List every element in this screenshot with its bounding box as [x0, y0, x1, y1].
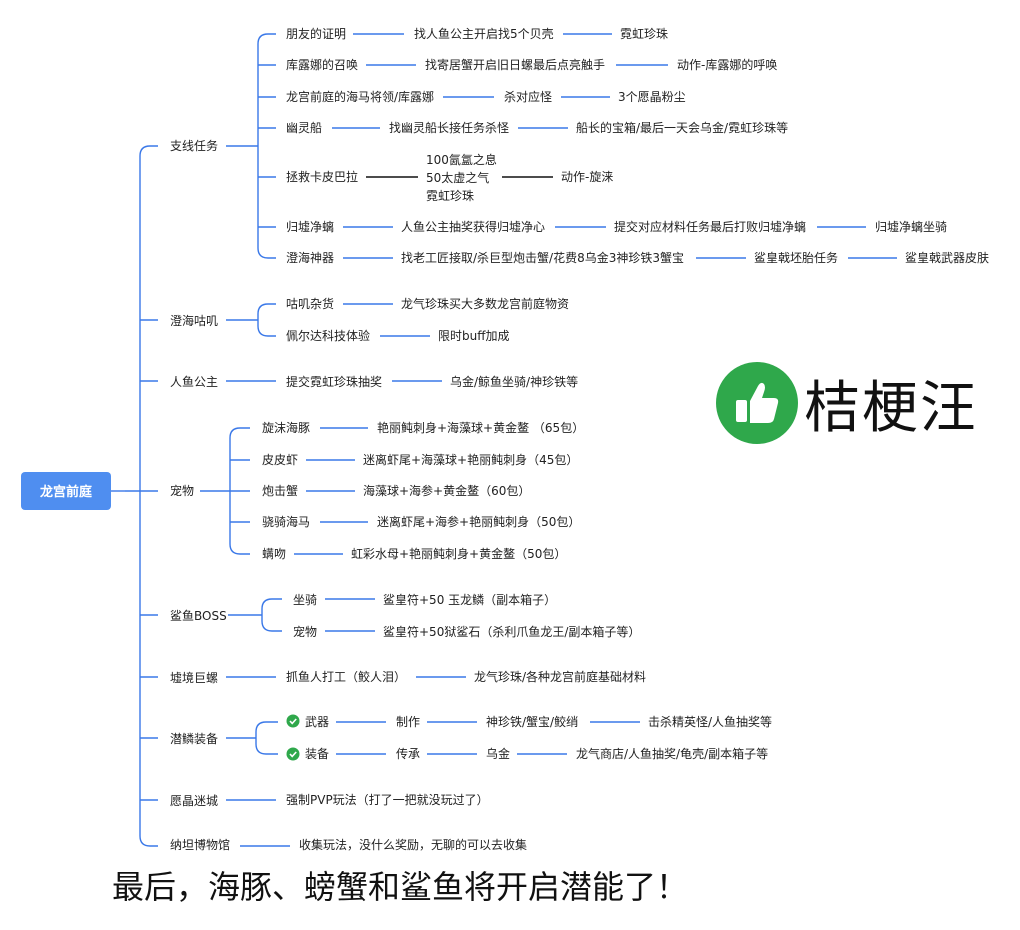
gear-r2-a[interactable]: 装备 [305, 747, 329, 761]
branch-connectors [140, 319, 158, 801]
sq-r5-line2[interactable]: 50太虚之气 [426, 170, 489, 185]
shark-r2-b[interactable]: 鲨皇符+50狱鲨石（杀利爪鱼龙王/副本箱子等） [383, 624, 640, 639]
shark-r2-a[interactable]: 宠物 [293, 624, 317, 639]
branch-side-quests[interactable]: 支线任务 [170, 138, 218, 153]
root-label: 龙宫前庭 [40, 484, 93, 500]
museum-desc[interactable]: 收集玩法，没什么奖励，无聊的可以去收集 [299, 837, 527, 852]
branch-museum[interactable]: 纳坦博物馆 [170, 837, 230, 852]
gear-r1-b[interactable]: 制作 [396, 715, 420, 729]
main-spine [125, 145, 158, 847]
gear-r1-a[interactable]: 武器 [305, 715, 329, 729]
branch-gujji[interactable]: 澄海咕叽 [170, 313, 218, 328]
check-icon [286, 747, 300, 761]
gear-r2-b[interactable]: 传承 [396, 746, 420, 761]
sq-r5-a[interactable]: 拯救卡皮巴拉 [286, 169, 358, 184]
conch-b[interactable]: 龙气珍珠/各种龙宫前庭基础材料 [474, 669, 646, 684]
sq-r7-d[interactable]: 鲨皇戟武器皮肤 [905, 250, 989, 265]
sq-r2-b[interactable]: 找寄居蟹开启旧日螺最后点亮触手 [425, 57, 605, 72]
sq-r1-c[interactable]: 霓虹珍珠 [620, 27, 668, 41]
footer-caption: 最后，海豚、螃蟹和鲨鱼将开启潜能了！ [112, 868, 689, 906]
branch-gear[interactable]: 潜鳞装备 [170, 732, 218, 746]
sq-r6-a[interactable]: 归墟净螭 [286, 219, 334, 234]
pet-r5-b[interactable]: 虹彩水母+艳丽鲀刺身+黄金鳌（50包） [351, 546, 566, 561]
gear-r2-d[interactable]: 龙气商店/人鱼抽奖/龟壳/副本箱子等 [576, 746, 768, 761]
branch-pets[interactable]: 宠物 [170, 483, 194, 498]
pet-r1-b[interactable]: 艳丽鲀刺身+海藻球+黄金鳌 （65包） [377, 420, 584, 435]
sq-r7-a[interactable]: 澄海神器 [286, 250, 334, 265]
sq-r7-b[interactable]: 找老工匠接取/杀巨型炮击蟹/花费8乌金3神珍铁3蟹宝 [401, 250, 684, 265]
brand-name: 桔梗汪 [804, 375, 978, 441]
gj-r1-a[interactable]: 咕叽杂货 [286, 296, 334, 311]
brand-watermark: 桔梗汪 [716, 362, 978, 444]
pet-r1-a[interactable]: 旋沫海豚 [262, 420, 310, 435]
sq-r3-a[interactable]: 龙宫前庭的海马将领/库露娜 [286, 89, 434, 104]
gj-r1-b[interactable]: 龙气珍珠买大多数龙宫前庭物资 [401, 296, 569, 311]
check-icon [286, 714, 300, 728]
sq-r4-a[interactable]: 幽灵船 [286, 121, 322, 135]
sq-r3-b[interactable]: 杀对应怪 [504, 89, 552, 104]
sq-r1-a[interactable]: 朋友的证明 [286, 26, 346, 41]
sq-r5-line3[interactable]: 霓虹珍珠 [426, 189, 474, 203]
pet-r4-b[interactable]: 迷离虾尾+海参+艳丽鲀刺身（50包） [377, 514, 580, 529]
branch-mermaid[interactable]: 人鱼公主 [170, 375, 218, 389]
sq-r3-c[interactable]: 3个愿晶粉尘 [618, 90, 686, 104]
sq-r6-d[interactable]: 归墟净螭坐骑 [875, 219, 947, 234]
gear-r1-d[interactable]: 击杀精英怪/人鱼抽奖等 [648, 714, 772, 729]
branch-maze[interactable]: 愿晶迷城 [170, 794, 218, 808]
thumbs-up-icon [716, 362, 798, 444]
sq-r4-c[interactable]: 船长的宝箱/最后一天会乌金/霓虹珍珠等 [576, 120, 788, 135]
branch-shark-boss[interactable]: 鲨鱼BOSS [170, 609, 227, 623]
shark-r1-a[interactable]: 坐骑 [293, 593, 317, 607]
pet-r5-a[interactable]: 螨吻 [262, 547, 286, 561]
shark-r1-b[interactable]: 鲨皇符+50 玉龙鳞（副本箱子） [383, 592, 556, 607]
sq-r4-b[interactable]: 找幽灵船长接任务杀怪 [389, 120, 509, 135]
gear-r2-c[interactable]: 乌金 [486, 746, 510, 761]
gear-r1-c[interactable]: 神珍铁/蟹宝/鲛绡 [486, 714, 578, 729]
pet-r2-b[interactable]: 迷离虾尾+海藻球+艳丽鲀刺身（45包） [363, 452, 578, 467]
mm-a[interactable]: 提交霓虹珍珠抽奖 [286, 374, 382, 389]
sq-r6-c[interactable]: 提交对应材料任务最后打败归墟净螭 [614, 219, 806, 234]
pet-r2-a[interactable]: 皮皮虾 [262, 453, 298, 467]
pet-r4-a[interactable]: 骁骑海马 [262, 514, 310, 529]
branch-conch[interactable]: 墟境巨螺 [170, 670, 218, 685]
sq-r1-b[interactable]: 找人鱼公主开启找5个贝壳 [414, 27, 554, 41]
sq-r5-c[interactable]: 动作-旋涞 [561, 170, 613, 184]
sq-r2-c[interactable]: 动作-库露娜的呼唤 [677, 57, 777, 72]
gj-r2-a[interactable]: 佩尔达科技体验 [286, 328, 370, 343]
sq-r7-c[interactable]: 鲨皇戟坯胎任务 [754, 250, 838, 265]
sq-r6-b[interactable]: 人鱼公主抽奖获得归墟净心 [401, 219, 545, 234]
side-quest-spine [257, 33, 276, 259]
pet-r3-a[interactable]: 炮击蟹 [262, 483, 298, 498]
pet-r3-b[interactable]: 海藻球+海参+黄金鳌（60包） [363, 483, 530, 498]
conch-a[interactable]: 抓鱼人打工（鲛人泪） [286, 669, 406, 684]
root-node[interactable] [21, 472, 111, 510]
sq-r5-line1[interactable]: 100氤氲之息 [426, 152, 497, 167]
gj-r2-b[interactable]: 限时buff加成 [438, 329, 510, 343]
mind-map: 龙宫前庭 支线任务 澄海咕叽 人鱼公主 宠物 鲨鱼BOSS 墟境巨螺 潜鳞装备 … [21, 26, 989, 852]
maze-desc[interactable]: 强制PVP玩法（打了一把就没玩过了） [286, 792, 489, 807]
mm-b[interactable]: 乌金/鲸鱼坐骑/神珍铁等 [450, 374, 578, 389]
sq-r2-a[interactable]: 库露娜的召唤 [286, 57, 358, 72]
